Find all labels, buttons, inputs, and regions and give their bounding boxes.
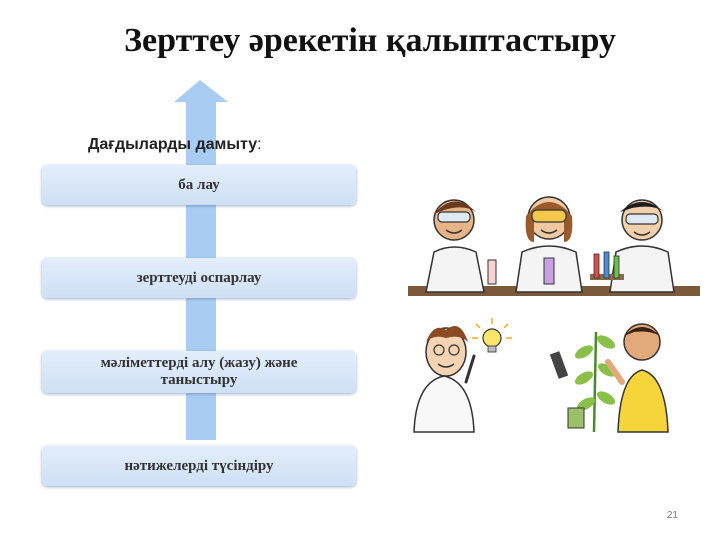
light-bulb-icon: [472, 318, 512, 353]
step-bar-4: нәтижелерді түсіндіру: [42, 446, 356, 486]
kid-with-plant: [605, 323, 669, 433]
step-bar-3: мәліметтерді алу (жазу) және таныстыру: [42, 351, 356, 393]
plant: [549, 331, 617, 433]
idea-plant-illustration: [413, 318, 669, 433]
scientist-kid-2: [515, 196, 583, 293]
slide-title: Зерттеу әрекетін қалыптастыру: [124, 22, 616, 59]
professor: [413, 326, 476, 433]
kids-scientists-illustration: [408, 196, 700, 296]
clipboard-icon: [567, 407, 585, 429]
step-bar-1: ба лау: [42, 165, 356, 205]
page-number: 21: [666, 510, 678, 521]
test-tube-rack: [590, 251, 624, 280]
scientist-kid-1: [425, 199, 497, 293]
skills-subtitle: Дағдыларды дамыту:: [88, 136, 262, 153]
step-bar-2: зерттеуді оспарлау: [42, 258, 356, 298]
scientist-kid-3: [609, 199, 675, 293]
